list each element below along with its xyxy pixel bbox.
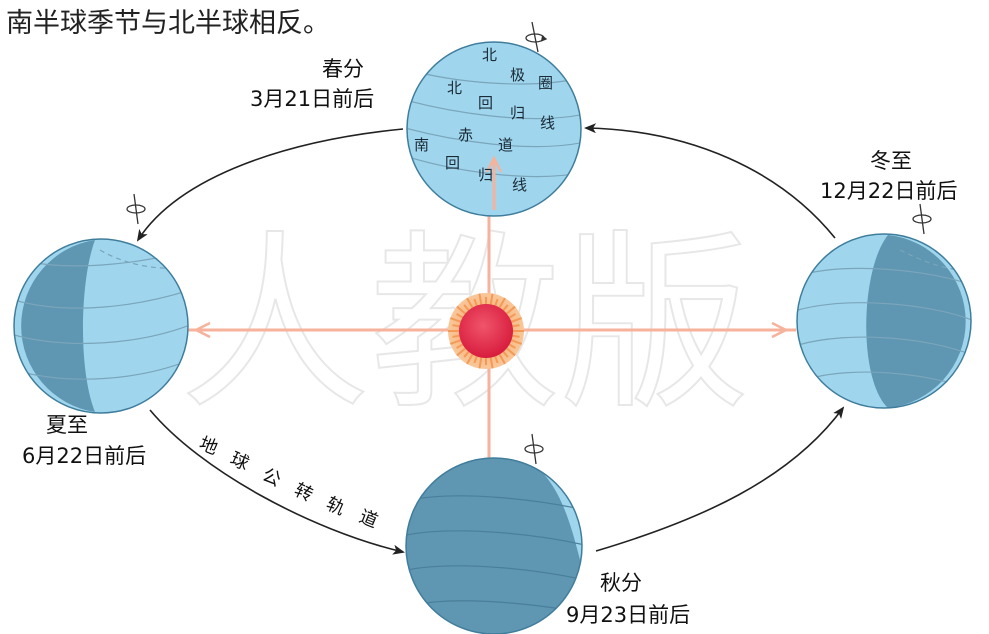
orbit-label: 地 球 公 转 轨 道 <box>196 433 381 532</box>
sun-icon <box>448 293 524 369</box>
sun-spike <box>452 334 460 338</box>
label-tropic-capricorn-1: 南 <box>414 136 429 154</box>
orbit-arc-spring-to-summer <box>136 128 404 242</box>
orbit-label-char-3: 公 <box>259 464 284 491</box>
sun-spike <box>473 298 478 306</box>
label-tropic-capricorn-4: 线 <box>512 176 527 194</box>
sun-spike <box>456 347 466 357</box>
label-equator-1: 赤 <box>458 126 473 144</box>
label-tropic-cancer-3: 归 <box>510 104 525 122</box>
season-name-summer: 夏至 <box>46 413 88 437</box>
sun-spike <box>466 353 474 365</box>
sun-spike <box>456 313 464 319</box>
globe-winter-solstice <box>796 203 972 409</box>
sun-spike <box>489 357 494 369</box>
sun-spike <box>494 356 499 364</box>
label-arctic-circle-1: 北 <box>482 46 497 64</box>
sun-spike <box>463 304 470 311</box>
caption: 南半球季节与北半球相反。 <box>6 8 330 39</box>
sun-spike <box>449 317 461 323</box>
sun-spike <box>473 356 478 364</box>
earth-orbit <box>136 123 845 555</box>
sun-spike <box>512 334 520 338</box>
season-date-summer: 6月22日前后 <box>22 444 146 468</box>
season-date-winter: 12月22日前后 <box>820 179 957 203</box>
ray-arrow-heads <box>193 321 789 339</box>
label-tropic-capricorn-3: 归 <box>478 166 493 184</box>
sun-spike <box>502 304 509 311</box>
sun-spike <box>456 343 464 349</box>
sun-spike <box>506 347 516 357</box>
orbit-label-char-5: 轨 <box>323 493 348 520</box>
season-name-autumn: 秋分 <box>600 571 642 595</box>
sun-spike <box>466 297 474 309</box>
sun-spike <box>456 305 466 315</box>
sun-spike <box>478 293 483 305</box>
rotation-arrow-icon <box>126 193 146 225</box>
globe-autumn-equinox <box>405 433 583 634</box>
label-equator-2: 道 <box>498 136 513 154</box>
rotation-arrow-icon <box>524 433 544 465</box>
season-date-spring: 3月21日前后 <box>250 87 374 111</box>
orbit-label-char-2: 球 <box>227 448 252 475</box>
sun-spike <box>494 298 499 306</box>
orbit-arc-autumn-to-winter <box>595 406 845 552</box>
label-tropic-cancer-2: 回 <box>478 94 493 112</box>
sun-spike <box>489 293 494 305</box>
sun-spike <box>506 305 516 315</box>
sun-spike <box>508 313 516 319</box>
season-date-autumn: 9月23日前后 <box>566 603 690 627</box>
globe-spring-equinox: 北 极 圈 北 回 归 线 赤 道 南 回 归 线 <box>406 21 582 217</box>
sun-spike <box>463 351 470 358</box>
orbit-label-char-6: 道 <box>356 506 381 532</box>
season-name-winter: 冬至 <box>870 149 912 173</box>
season-name-spring: 春分 <box>322 57 364 81</box>
globe-summer-solstice <box>13 193 189 414</box>
label-tropic-capricorn-2: 回 <box>445 154 460 172</box>
orbit-arc-winter-to-spring <box>584 123 836 239</box>
sun-spike <box>511 339 523 345</box>
label-arctic-circle-2: 极 <box>510 66 525 84</box>
sun-spike <box>511 317 523 323</box>
sun-spike <box>508 343 516 349</box>
label-arctic-circle-3: 圈 <box>538 74 553 92</box>
sun-spike <box>512 324 520 328</box>
label-tropic-cancer-1: 北 <box>447 79 462 97</box>
sun-spike <box>452 324 460 328</box>
orbit-label-char-4: 转 <box>291 479 316 506</box>
rotation-arrow-icon <box>912 203 932 235</box>
sun-spike <box>449 339 461 345</box>
sun-spike <box>502 351 509 358</box>
sun-spike <box>498 297 506 309</box>
sun-spike <box>478 357 483 369</box>
rotation-arrow-icon <box>525 21 548 53</box>
label-tropic-cancer-4: 线 <box>540 114 555 132</box>
sun-spike <box>498 353 506 365</box>
orbit-arc-summer-to-autumn <box>149 409 405 555</box>
